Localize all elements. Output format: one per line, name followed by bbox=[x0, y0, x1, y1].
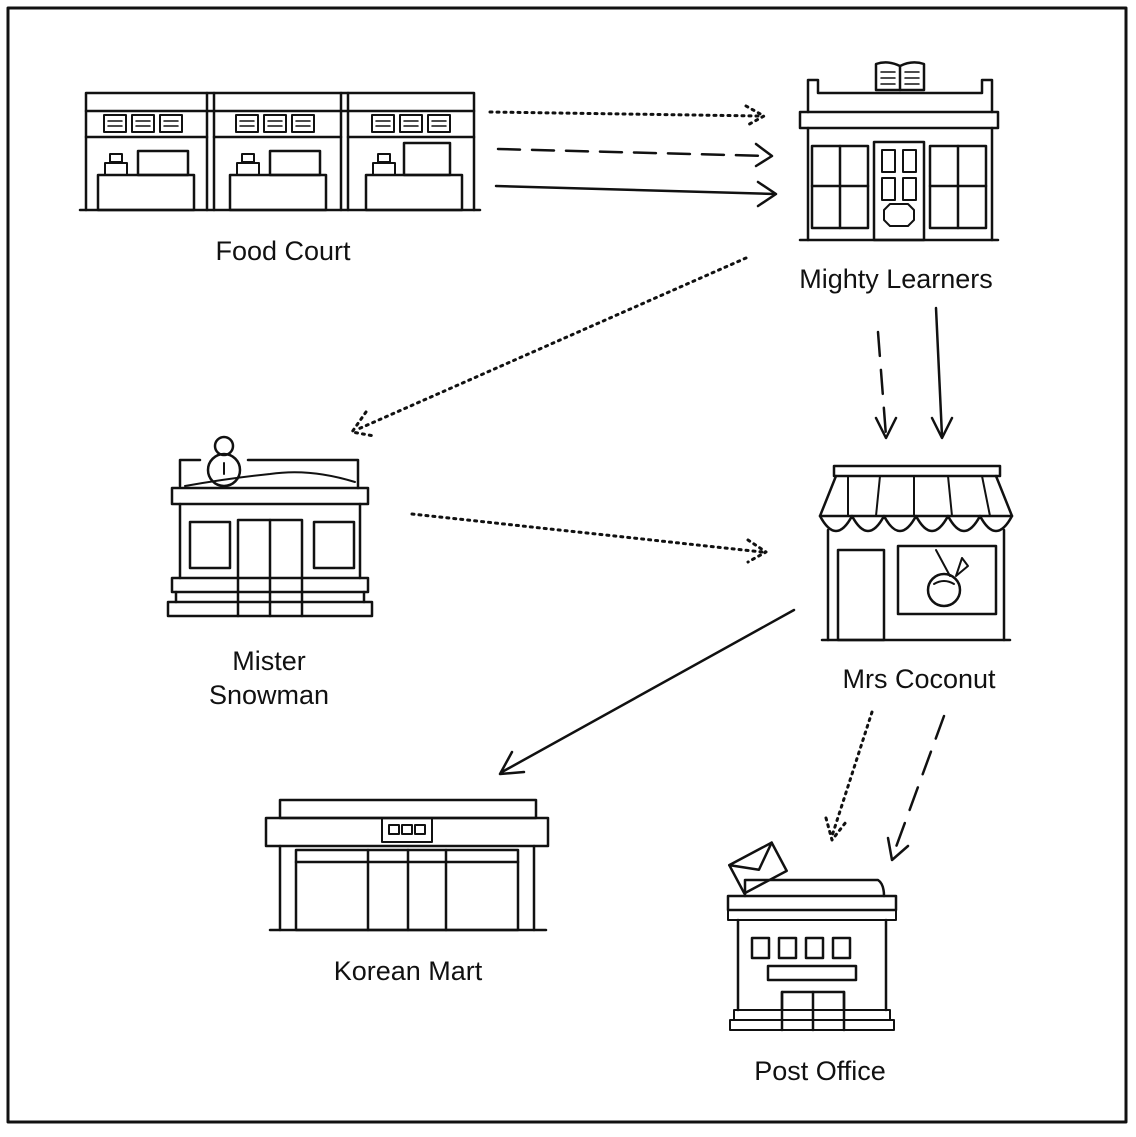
label-food-court: Food Court bbox=[215, 236, 351, 266]
label-korean-mart: Korean Mart bbox=[333, 956, 483, 986]
route-dashed-mrscoconut-to-postoffice bbox=[888, 716, 944, 860]
label-mighty-learners: Mighty Learners bbox=[799, 264, 993, 294]
route-dashed-foodcourt-to-mightylearners bbox=[498, 144, 772, 166]
route-dotted-foodcourt-to-mightylearners bbox=[490, 106, 764, 126]
korean-mart-icon bbox=[266, 800, 548, 930]
outer-border bbox=[8, 8, 1126, 1122]
label-post-office: Post Office bbox=[754, 1056, 886, 1086]
post-office-icon bbox=[728, 843, 896, 1030]
route-dashed-mightylearners-to-mrscoconut bbox=[876, 332, 896, 438]
label-mister-snowman-line2: Snowman bbox=[208, 680, 330, 710]
route-dotted-mistersnowman-to-mrscoconut bbox=[412, 514, 766, 562]
route-dotted-mrscoconut-to-postoffice bbox=[826, 712, 872, 840]
label-mister-snowman-line1: Mister bbox=[232, 646, 306, 676]
route-solid-foodcourt-to-mightylearners bbox=[496, 182, 776, 206]
mister-snowman-icon bbox=[168, 437, 372, 616]
route-dotted-mightylearners-to-mistersnowman bbox=[352, 258, 746, 436]
food-court-icon bbox=[80, 93, 480, 210]
route-solid-mightylearners-to-mrscoconut bbox=[932, 308, 952, 438]
mighty-learners-icon bbox=[800, 62, 998, 240]
label-mrs-coconut: Mrs Coconut bbox=[842, 664, 996, 694]
route-solid-mrscoconut-to-koreanmart bbox=[500, 610, 794, 774]
mrs-coconut-icon bbox=[820, 466, 1012, 640]
